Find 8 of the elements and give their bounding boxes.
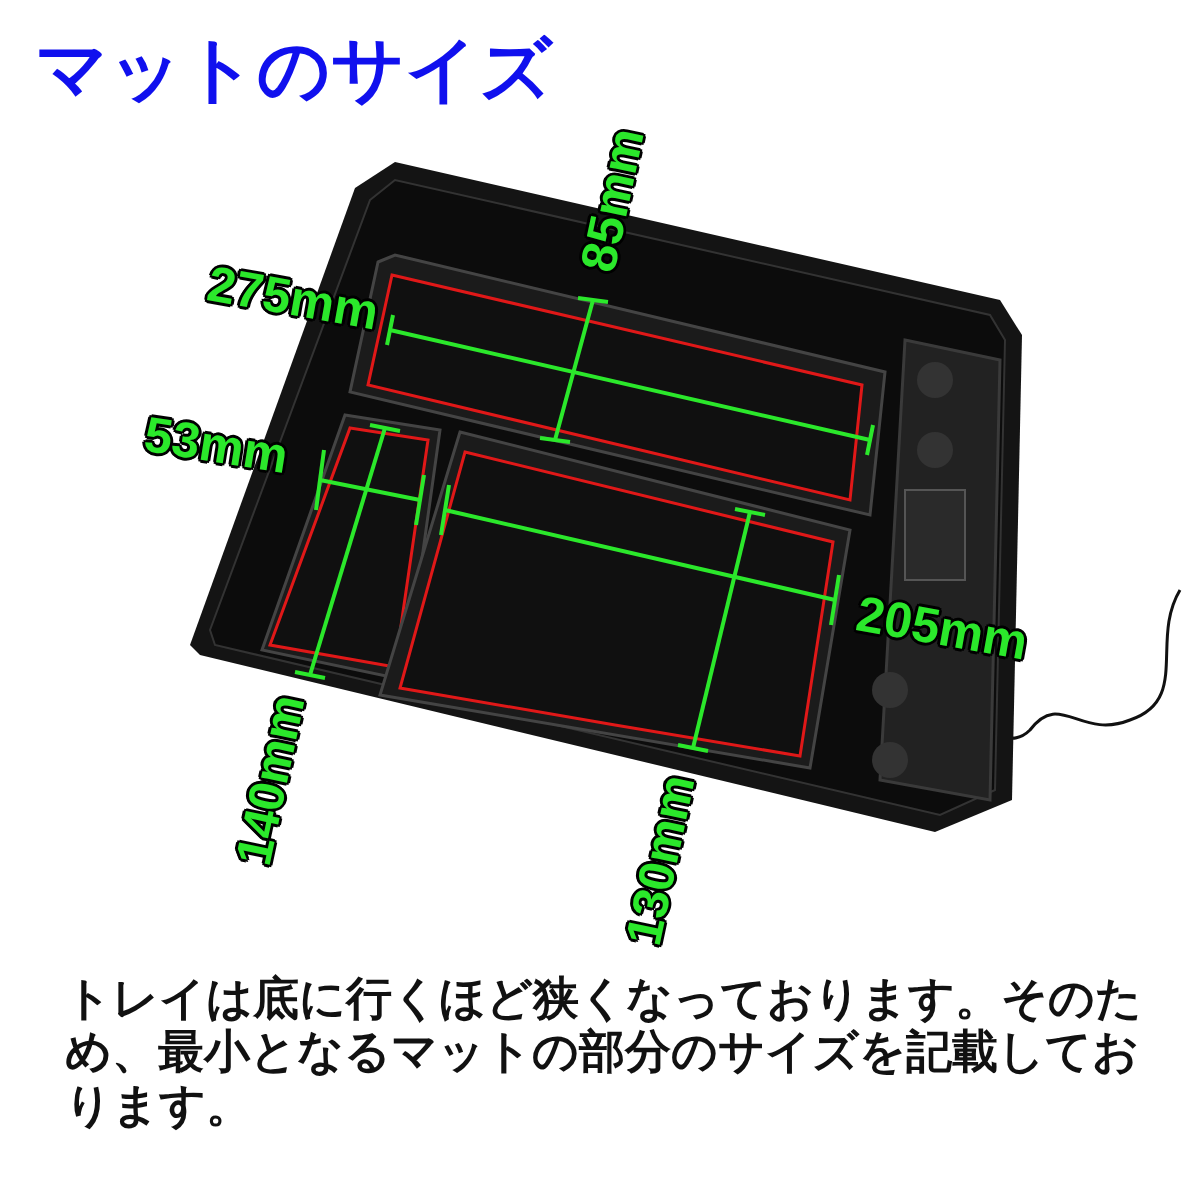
title: マットのサイズ bbox=[35, 26, 553, 113]
dimension-label: 53mm bbox=[139, 405, 292, 485]
dimension-label: 140mm bbox=[223, 689, 317, 871]
dimension-label: 130mm bbox=[613, 769, 707, 951]
caption: トレイは底に行くほど狭くなっております。そのため、最小となるマットの部分のサイズを記載しております。 bbox=[65, 972, 1143, 1133]
dimension-label: 205mm bbox=[852, 584, 1033, 672]
dimension-label: 85mm bbox=[568, 123, 656, 277]
dimension-label: 275mm bbox=[203, 254, 384, 342]
